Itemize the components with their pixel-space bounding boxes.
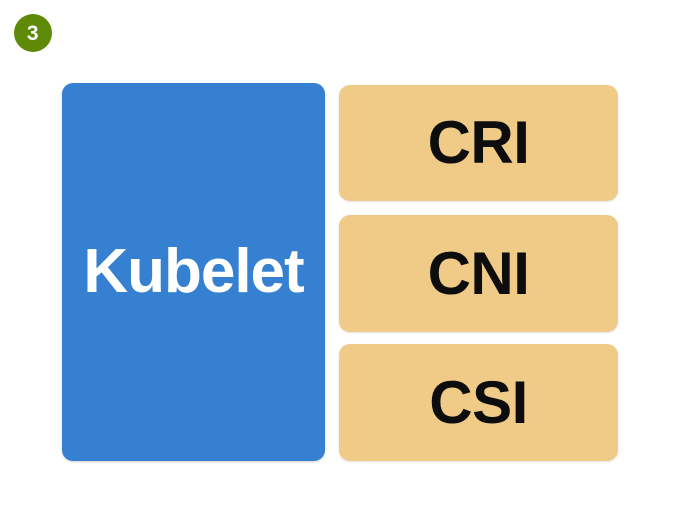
- kubelet-box[interactable]: Kubelet: [62, 83, 325, 461]
- plugin-box-csi[interactable]: CSI: [339, 344, 618, 461]
- plugin-interface-column: CRI CNI CSI: [339, 85, 618, 461]
- plugin-box-csi-label: CSI: [429, 368, 528, 436]
- architecture-diagram: Kubelet CRI CNI CSI: [62, 83, 618, 461]
- kubelet-box-label: Kubelet: [83, 237, 304, 306]
- plugin-box-cri-label: CRI: [427, 109, 530, 176]
- plugin-box-cni[interactable]: CNI: [339, 215, 618, 332]
- plugin-box-cri[interactable]: CRI: [339, 85, 618, 201]
- plugin-box-cni-label: CNI: [427, 239, 530, 307]
- step-badge-number: 3: [26, 21, 40, 45]
- step-badge: 3: [14, 14, 52, 52]
